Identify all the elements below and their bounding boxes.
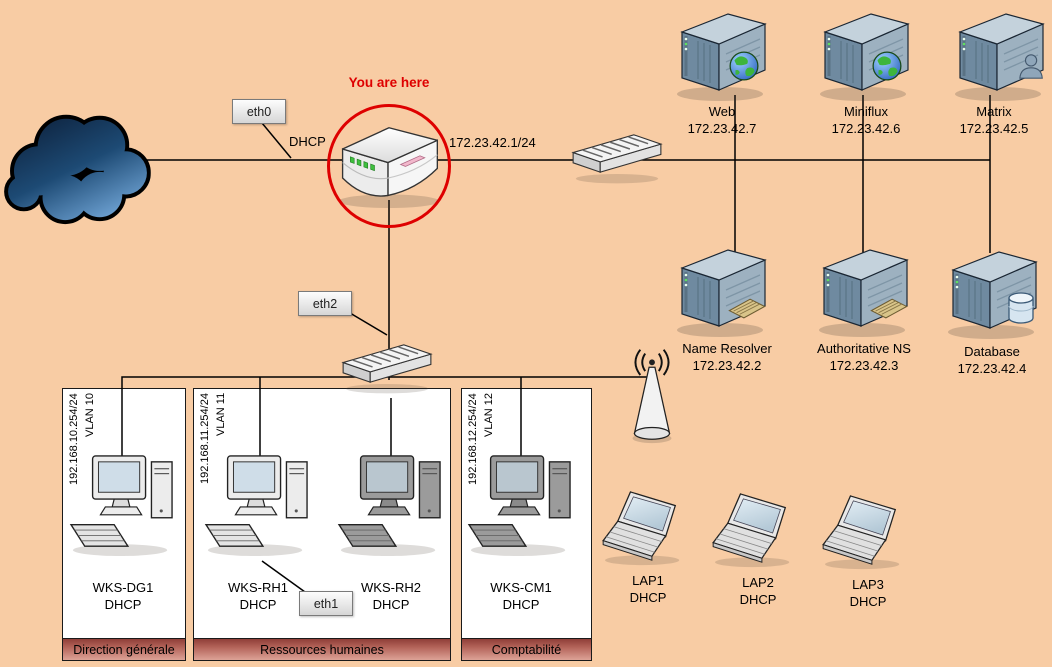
switch-icon — [340, 342, 434, 398]
router-icon — [331, 118, 447, 210]
server-label-database: Database 172.23.42.4 — [932, 344, 1052, 377]
workstation-label-wks-dg1: WKS-DG1 DHCP — [65, 580, 181, 613]
workstation-name: WKS-DG1 — [92, 580, 154, 595]
globe-icon — [729, 51, 759, 81]
server-label-matrix: Matrix 172.23.42.5 — [936, 104, 1052, 137]
server-icon — [941, 248, 1041, 340]
router-lan-ip-label: 172.23.42.1/24 — [449, 135, 536, 150]
interface-eth2-label: eth2 — [298, 291, 352, 316]
server-ip: 172.23.42.5 — [959, 120, 1029, 136]
workstation-name: WKS-CM1 — [490, 580, 552, 595]
laptop-lap2[interactable] — [711, 492, 805, 570]
laptop-name: LAP1 — [632, 573, 664, 588]
vlan-department-label: Ressources humaines — [193, 638, 451, 661]
desktop-computer-icon — [337, 454, 445, 557]
server-icon — [812, 246, 912, 338]
server-database[interactable] — [941, 248, 1041, 340]
workstation-addressing: DHCP — [104, 596, 142, 612]
laptop-label-lap1: LAP1 DHCP — [601, 573, 695, 606]
workstation-wks-cm1[interactable] — [467, 454, 575, 557]
server-matrix[interactable] — [948, 10, 1048, 102]
you-are-here-label: You are here — [348, 75, 430, 90]
desktop-computer-icon — [204, 454, 312, 557]
server-ip: 172.23.42.7 — [687, 120, 757, 136]
vlan-department-label: Direction générale — [62, 638, 186, 661]
server-name: Database — [964, 344, 1020, 359]
server-icon — [948, 10, 1048, 102]
router-node[interactable] — [331, 118, 447, 210]
workstation-wks-dg1[interactable] — [69, 454, 177, 557]
server-name-resolver[interactable] — [670, 246, 770, 338]
cloud-icon — [3, 100, 151, 230]
interface-eth1-label: eth1 — [299, 591, 353, 616]
workstation-label-wks-rh1: WKS-RH1 DHCP — [200, 580, 316, 613]
router-wan-mode-label: DHCP — [289, 134, 326, 149]
workstation-name: WKS-RH2 — [361, 580, 421, 595]
laptop-lap1[interactable] — [601, 490, 695, 568]
workstation-addressing: DHCP — [372, 596, 410, 612]
interface-eth0-label: eth0 — [232, 99, 286, 124]
server-ip: 172.23.42.3 — [829, 357, 899, 373]
server-icon — [813, 10, 913, 102]
laptop-name: LAP3 — [852, 577, 884, 592]
workstation-addressing: DHCP — [239, 596, 277, 612]
server-web[interactable] — [670, 10, 770, 102]
server-name: Authoritative NS — [817, 341, 911, 356]
server-name: Name Resolver — [682, 341, 772, 356]
server-miniflux[interactable] — [813, 10, 913, 102]
server-ip: 172.23.42.2 — [692, 357, 762, 373]
server-label-miniflux: Miniflux 172.23.42.6 — [806, 104, 926, 137]
laptop-addressing: DHCP — [849, 593, 887, 609]
laptop-icon — [821, 494, 915, 572]
server-ip: 172.23.42.4 — [957, 360, 1027, 376]
laptop-addressing: DHCP — [629, 589, 667, 605]
workstation-wks-rh2[interactable] — [337, 454, 445, 557]
desktop-computer-icon — [69, 454, 177, 557]
workstation-wks-rh1[interactable] — [204, 454, 312, 557]
workstation-addressing: DHCP — [502, 596, 540, 612]
globe-icon — [872, 51, 902, 81]
database-icon — [1008, 292, 1034, 324]
server-icon — [670, 246, 770, 338]
dmz-switch[interactable] — [570, 132, 664, 188]
server-name: Matrix — [976, 104, 1012, 119]
laptop-icon — [601, 490, 695, 568]
laptop-label-lap2: LAP2 DHCP — [711, 575, 805, 608]
workstation-label-wks-cm1: WKS-CM1 DHCP — [463, 580, 579, 613]
workstation-name: WKS-RH1 — [228, 580, 288, 595]
vlan-department-label: Comptabilité — [461, 638, 592, 661]
server-name: Miniflux — [843, 104, 889, 119]
laptop-label-lap3: LAP3 DHCP — [821, 577, 915, 610]
server-name: Web — [708, 104, 736, 119]
laptop-name: LAP2 — [742, 575, 774, 590]
internet-cloud[interactable] — [3, 100, 151, 230]
switch-icon — [570, 132, 664, 188]
laptop-lap3[interactable] — [821, 494, 915, 572]
server-label-web: Web 172.23.42.7 — [662, 104, 782, 137]
laptop-icon — [711, 492, 805, 570]
workstation-label-wks-rh2: WKS-RH2 DHCP — [333, 580, 449, 613]
server-authoritative-ns[interactable] — [812, 246, 912, 338]
server-ip: 172.23.42.6 — [831, 120, 901, 136]
server-label-name-resolver: Name Resolver 172.23.42.2 — [655, 341, 799, 374]
desktop-computer-icon — [467, 454, 575, 557]
lan-switch[interactable] — [340, 342, 434, 398]
server-label-authoritative-ns: Authoritative NS 172.23.42.3 — [792, 341, 936, 374]
server-icon — [670, 10, 770, 102]
laptop-addressing: DHCP — [739, 591, 777, 607]
